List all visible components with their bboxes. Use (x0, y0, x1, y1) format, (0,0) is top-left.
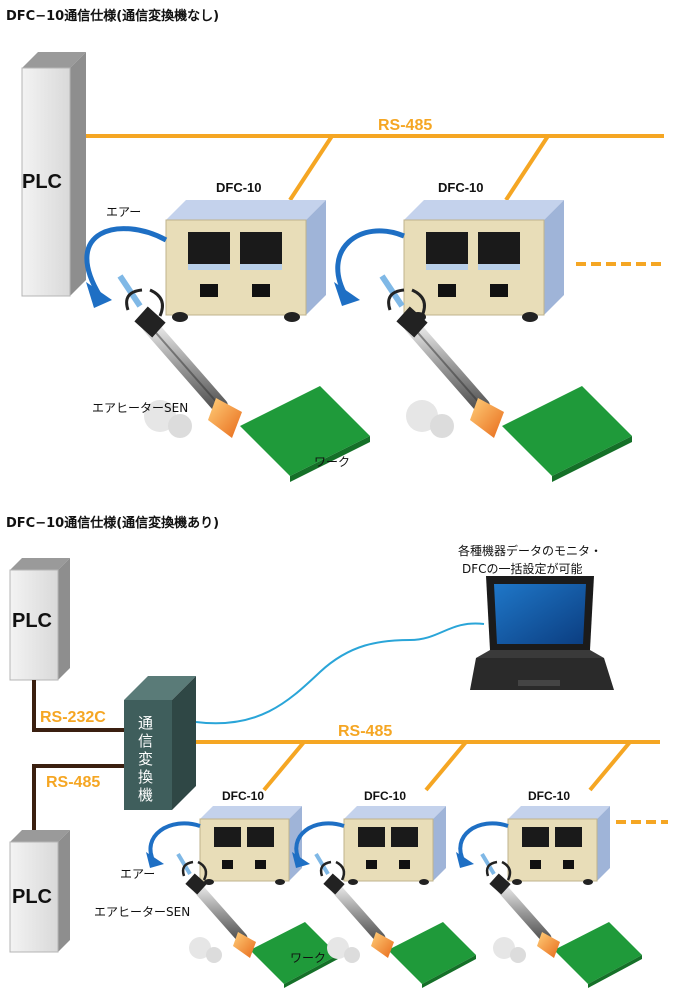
plc-tower-bottom (9, 830, 70, 953)
dfc-unit-label: DFC-10 (364, 789, 406, 803)
plc-label-bottom: PLC (12, 886, 52, 908)
plc-tower-top (9, 558, 70, 681)
laptop-cable (195, 622, 485, 725)
converter-char: 機 (138, 786, 153, 804)
plc-tower-1 (21, 52, 86, 297)
rs485-bus-2 (196, 740, 668, 824)
air-flow-arrow (335, 228, 405, 298)
air-flow-arrow (84, 226, 168, 298)
converter-char: 通 (138, 714, 153, 732)
rs232-label: RS-232C (40, 709, 106, 726)
rs485-left-label: RS-485 (46, 774, 100, 791)
rs232-cable (32, 680, 124, 732)
converter-char: 信 (138, 732, 153, 750)
converter-char: 換 (138, 768, 153, 786)
dfc-unit (343, 805, 447, 886)
monitor-caption-line1: 各種機器データのモニタ・ (458, 543, 602, 558)
dfc-unit (403, 199, 565, 323)
diagram1-title: DFC−10通信仕様(通信変換機なし) (6, 8, 219, 24)
dfc-unit-label: DFC-10 (528, 789, 570, 803)
plc-label-1: PLC (22, 171, 62, 193)
air-flow-arrow (458, 821, 509, 863)
air-flow-arrow (294, 821, 345, 863)
dfc-unit (507, 805, 611, 886)
heater-label-2: エアヒーターSEN (94, 905, 190, 919)
air-label-2: エアー (120, 867, 155, 881)
rs485-bus-1 (86, 134, 664, 266)
rs485-bus-label-2: RS-485 (338, 723, 392, 740)
dfc-unit (199, 805, 303, 886)
monitor-caption-line2: DFCの一括設定が可能 (462, 561, 583, 576)
heater-label-1: エアヒーターSEN (92, 401, 188, 415)
dfc-unit-label: DFC-10 (438, 180, 484, 195)
air-label-1: エアー (106, 205, 141, 219)
work-label-1: ワーク (314, 455, 350, 469)
work-label-2: ワーク (290, 951, 326, 965)
diagram2-title: DFC−10通信仕様(通信変換機あり) (6, 515, 219, 531)
dfc-unit (165, 199, 327, 323)
air-flow-arrow (148, 821, 201, 863)
plc-label-top: PLC (12, 610, 52, 632)
converter-char: 変 (138, 750, 153, 768)
dfc-unit-label: DFC-10 (216, 180, 262, 195)
laptop (470, 576, 614, 690)
rs485-cable-left (32, 764, 124, 830)
dfc-unit-label: DFC-10 (222, 789, 264, 803)
rs485-bus-label-1: RS-485 (378, 117, 432, 134)
converter-box (124, 676, 196, 810)
